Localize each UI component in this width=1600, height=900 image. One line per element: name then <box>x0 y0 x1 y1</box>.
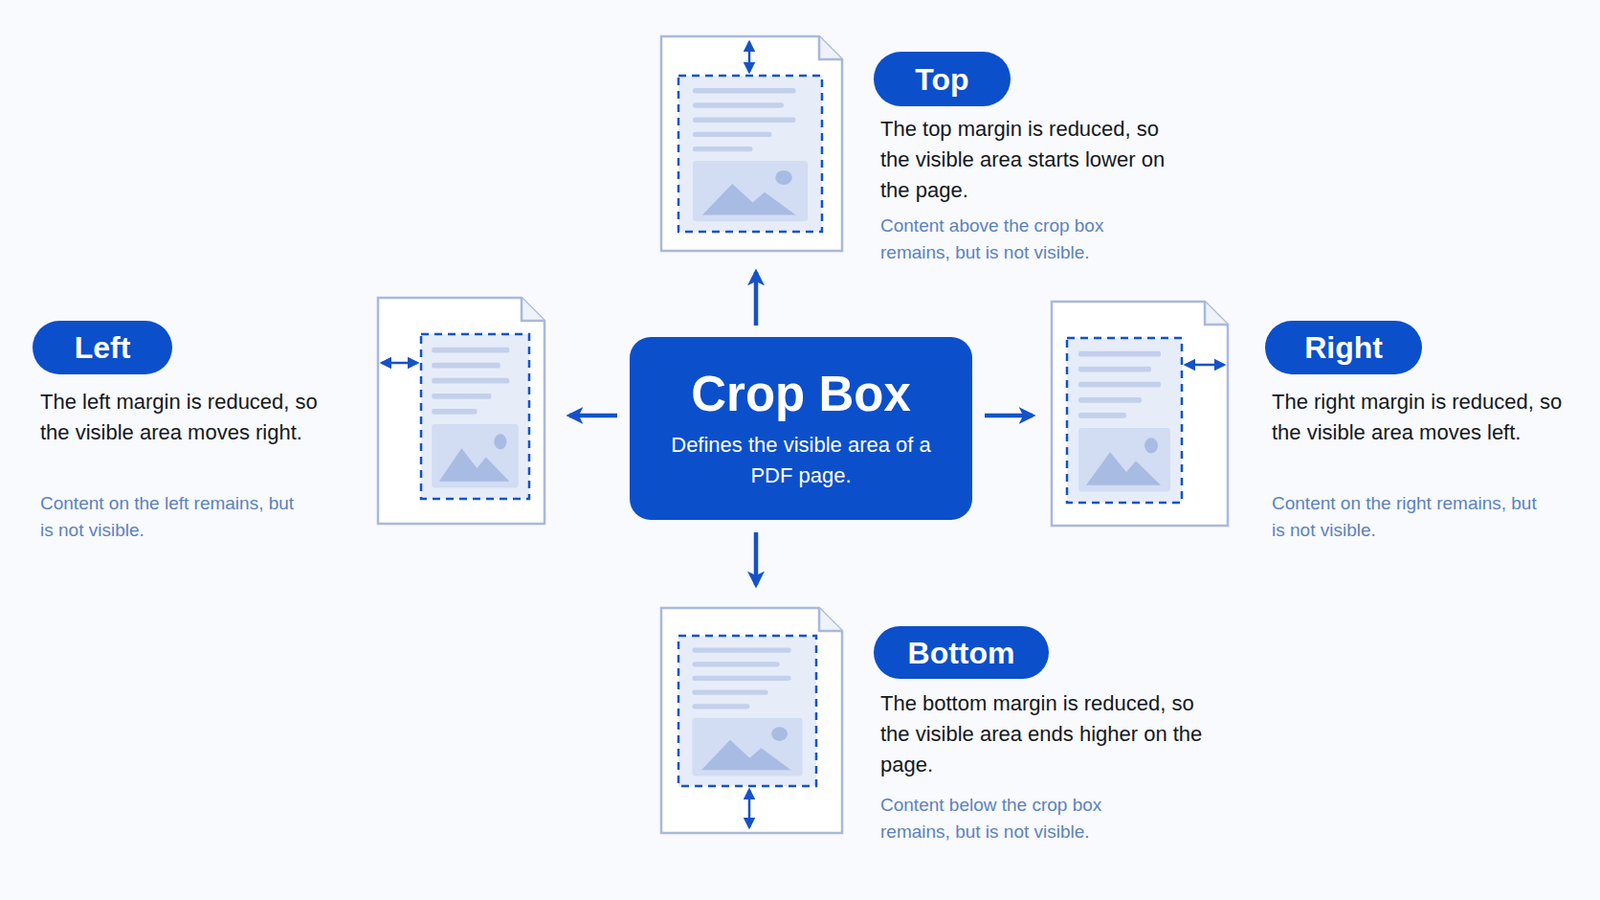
page-fold <box>819 36 843 60</box>
page-fold <box>521 297 545 321</box>
page-outline <box>661 36 843 251</box>
page-icon <box>377 297 545 524</box>
pill-label: Left <box>74 330 132 365</box>
crop-box-outline <box>421 333 530 499</box>
side-pill: Left <box>32 320 173 375</box>
margin-dimension <box>748 789 752 827</box>
page-fold <box>819 607 843 631</box>
crop-box-outline <box>678 635 817 786</box>
pill-label: Top <box>914 62 969 97</box>
description-text: The left margin is reduced, so the visib… <box>40 386 333 448</box>
direction-arrow <box>754 532 759 585</box>
page-outline <box>377 297 545 524</box>
margin-dimension <box>381 361 418 365</box>
margin-dimension <box>748 42 752 72</box>
note-text: Content above the crop box remains, but … <box>880 212 1149 267</box>
concept-description: Defines the visible area of a PDF page. <box>666 429 935 491</box>
page-content <box>678 75 823 232</box>
direction-arrow <box>984 413 1033 419</box>
note-text: Content on the right remains, but is not… <box>1271 489 1540 544</box>
description-text: The right margin is reduced, so the visi… <box>1271 386 1564 448</box>
pill-label: Bottom <box>908 635 1016 670</box>
crop-box-outline <box>1066 337 1182 503</box>
page-outline <box>1051 301 1228 526</box>
description-text: The bottom margin is reduced, so the vis… <box>880 688 1206 780</box>
concept-title: Crop Box <box>690 366 912 423</box>
page-icon <box>661 607 843 833</box>
page-content <box>1066 337 1182 503</box>
concept-box: Crop BoxDefines the visible area of a PD… <box>629 336 973 520</box>
page-fold <box>1204 301 1228 325</box>
page-icon <box>1051 301 1228 526</box>
page-content <box>678 635 817 786</box>
page-content <box>421 333 530 499</box>
note-text: Content below the crop box remains, but … <box>880 791 1149 845</box>
margin-dimension <box>1185 363 1224 367</box>
direction-arrow <box>569 413 618 419</box>
note-text: Content on the left remains, but is not … <box>40 489 309 544</box>
page-outline <box>661 607 843 833</box>
side-pill: Bottom <box>873 625 1049 679</box>
side-pill: Right <box>1265 320 1423 375</box>
crop-box-outline <box>678 75 823 232</box>
description-text: The top margin is reduced, so the visibl… <box>880 113 1173 206</box>
pill-label: Right <box>1304 330 1383 365</box>
side-pill: Top <box>873 51 1011 107</box>
direction-arrow <box>754 271 759 326</box>
page-icon <box>661 36 843 251</box>
